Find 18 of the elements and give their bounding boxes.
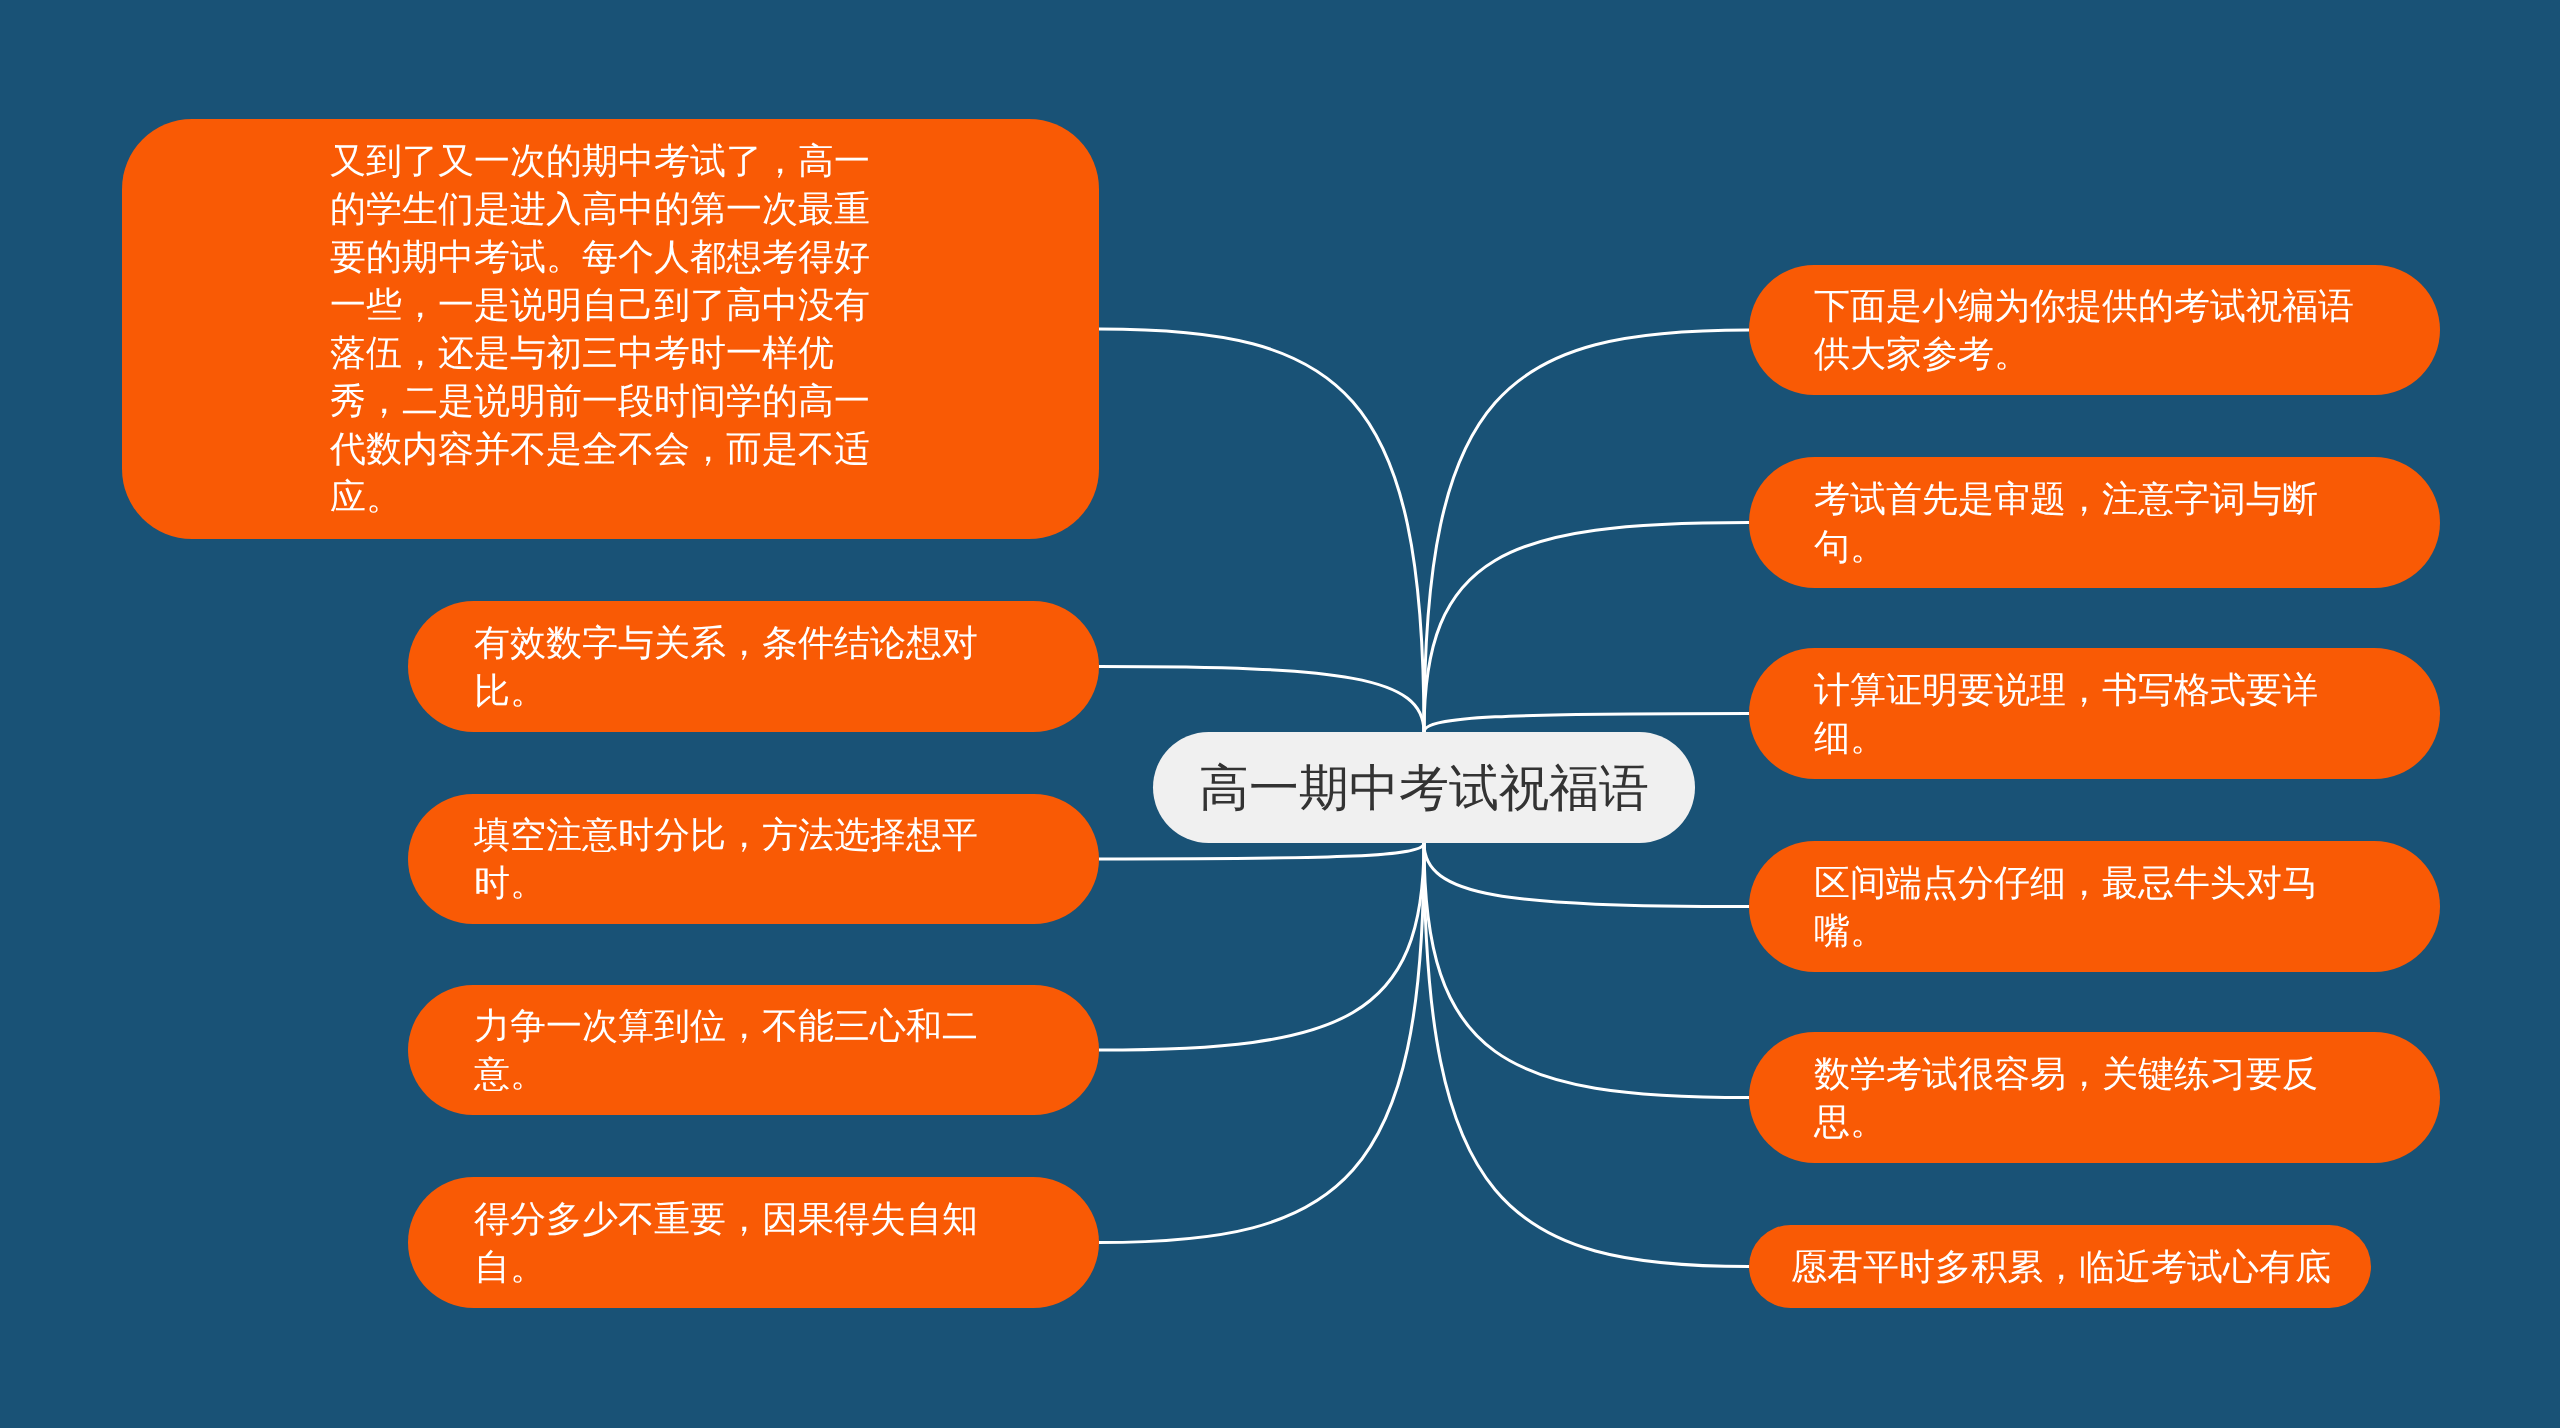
topic-text: 数学考试很容易，关键练习要反思。: [1814, 1051, 2319, 1144]
topic-text: 区间端点分仔细，最忌牛头对马嘴。: [1814, 860, 2319, 953]
central-topic-text: 高一期中考试祝福语: [1199, 757, 1649, 818]
topic-text: 下面是小编为你提供的考试祝福语供大家参考。: [1814, 284, 2355, 376]
topic-text: 力争一次算到位，不能三心和二意。: [474, 1004, 979, 1096]
connector-line: [1422, 842, 1750, 1268]
topic-text: 计算证明要说理，书写格式要详细。: [1814, 667, 2319, 760]
topic-text: 得分多少不重要，因果得失自知自。: [474, 1196, 979, 1289]
topic-text: 填空注意时分比，方法选择想平时。: [474, 813, 979, 905]
topic-text: 又到了又一次的期中考试了，高一的学生们是进入高中的第一次最重要的期中考试。每个人都想考得好一些，一是说明自己到了高中没有落伍，还是与初三中考时一样优秀，二是说明前一段时间学的高一代数内容并不是全不会，而是不适应。: [330, 139, 871, 519]
connector-line: [1422, 521, 1749, 733]
topic-text: 有效数字与关系，条件结论想对比。: [474, 620, 979, 713]
topic-pill: [122, 119, 1099, 539]
connector-line: [1099, 665, 1426, 733]
topic-text: 考试首先是审题，注意字词与断句。: [1814, 476, 2319, 569]
connector-line: [1422, 328, 1750, 733]
connector-line: [1422, 712, 1749, 733]
topic-text: 愿君平时多积累，临近考试心有底: [1791, 1244, 2332, 1289]
